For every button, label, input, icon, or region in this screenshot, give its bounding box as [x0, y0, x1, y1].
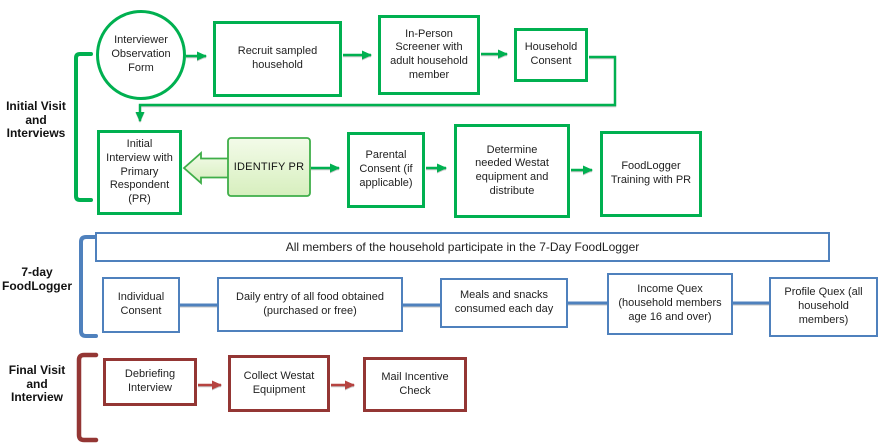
- node-label: Individual Consent: [117, 291, 165, 317]
- bracket-foodlogger: [79, 235, 98, 338]
- node-household-consent: Household Consent: [514, 28, 588, 82]
- node-label: Household Consent: [524, 41, 578, 67]
- node-parental-consent: Parental Consent (if applicable): [347, 132, 425, 208]
- node-income-quex: Income Quex (household members age 16 an…: [607, 273, 733, 335]
- node-label: Collect Westat Equipment: [243, 369, 315, 396]
- node-collect-equipment: Collect Westat Equipment: [228, 355, 330, 412]
- section-label-initial-visit: Initial Visit and Interviews: [6, 99, 66, 141]
- node-label: FoodLogger Training with PR: [610, 160, 692, 186]
- node-label: Interviewer Observation Form: [111, 34, 171, 74]
- node-label: Initial Interview with Primary Responden…: [106, 138, 173, 206]
- node-label: Profile Quex (all household members): [784, 286, 863, 326]
- bracket-initial-visit: [74, 52, 93, 202]
- node-debriefing-interview: Debriefing Interview: [103, 358, 197, 406]
- node-label: Recruit sampled household: [237, 45, 318, 71]
- bracket-final-visit: [76, 352, 99, 443]
- node-foodlogger-banner: All members of the household participate…: [95, 232, 830, 262]
- node-label: Income Quex (household members age 16 an…: [618, 283, 722, 323]
- node-meals-and-snacks: Meals and snacks consumed each day: [440, 278, 568, 328]
- node-label: Mail Incentive Check: [381, 370, 449, 397]
- node-in-person-screener: In-Person Screener with adult household …: [378, 15, 480, 95]
- node-mail-incentive-check: Mail Incentive Check: [363, 357, 467, 412]
- node-daily-entry: Daily entry of all food obtained (purcha…: [217, 277, 403, 332]
- node-recruit-sampled-household: Recruit sampled household: [213, 21, 342, 97]
- node-label: Determine needed Westat equipment and di…: [475, 143, 549, 197]
- node-profile-quex: Profile Quex (all household members): [769, 277, 878, 337]
- section-label-final-visit: Final Visit and Interview: [8, 363, 66, 405]
- identify-pr-arrowhead: [182, 151, 230, 185]
- node-initial-interview-pr: Initial Interview with Primary Responden…: [97, 130, 182, 215]
- node-label: All members of the household participate…: [285, 239, 640, 254]
- node-individual-consent: Individual Consent: [102, 277, 180, 333]
- node-label: Daily entry of all food obtained (purcha…: [236, 290, 384, 317]
- node-label: Meals and snacks consumed each day: [454, 289, 554, 315]
- node-label: Parental Consent (if applicable): [359, 149, 413, 189]
- node-interviewer-observation-form: Interviewer Observation Form: [96, 10, 186, 100]
- section-brackets: [74, 52, 99, 443]
- node-foodlogger-training: FoodLogger Training with PR: [600, 131, 702, 217]
- node-identify-pr-label: IDENTIFY PR: [233, 161, 305, 173]
- node-label: In-Person Screener with adult household …: [390, 27, 468, 81]
- node-label: Debriefing Interview: [124, 368, 176, 394]
- section-label-foodlogger: 7-day FoodLogger: [2, 265, 72, 293]
- node-determine-equipment: Determine needed Westat equipment and di…: [454, 124, 570, 218]
